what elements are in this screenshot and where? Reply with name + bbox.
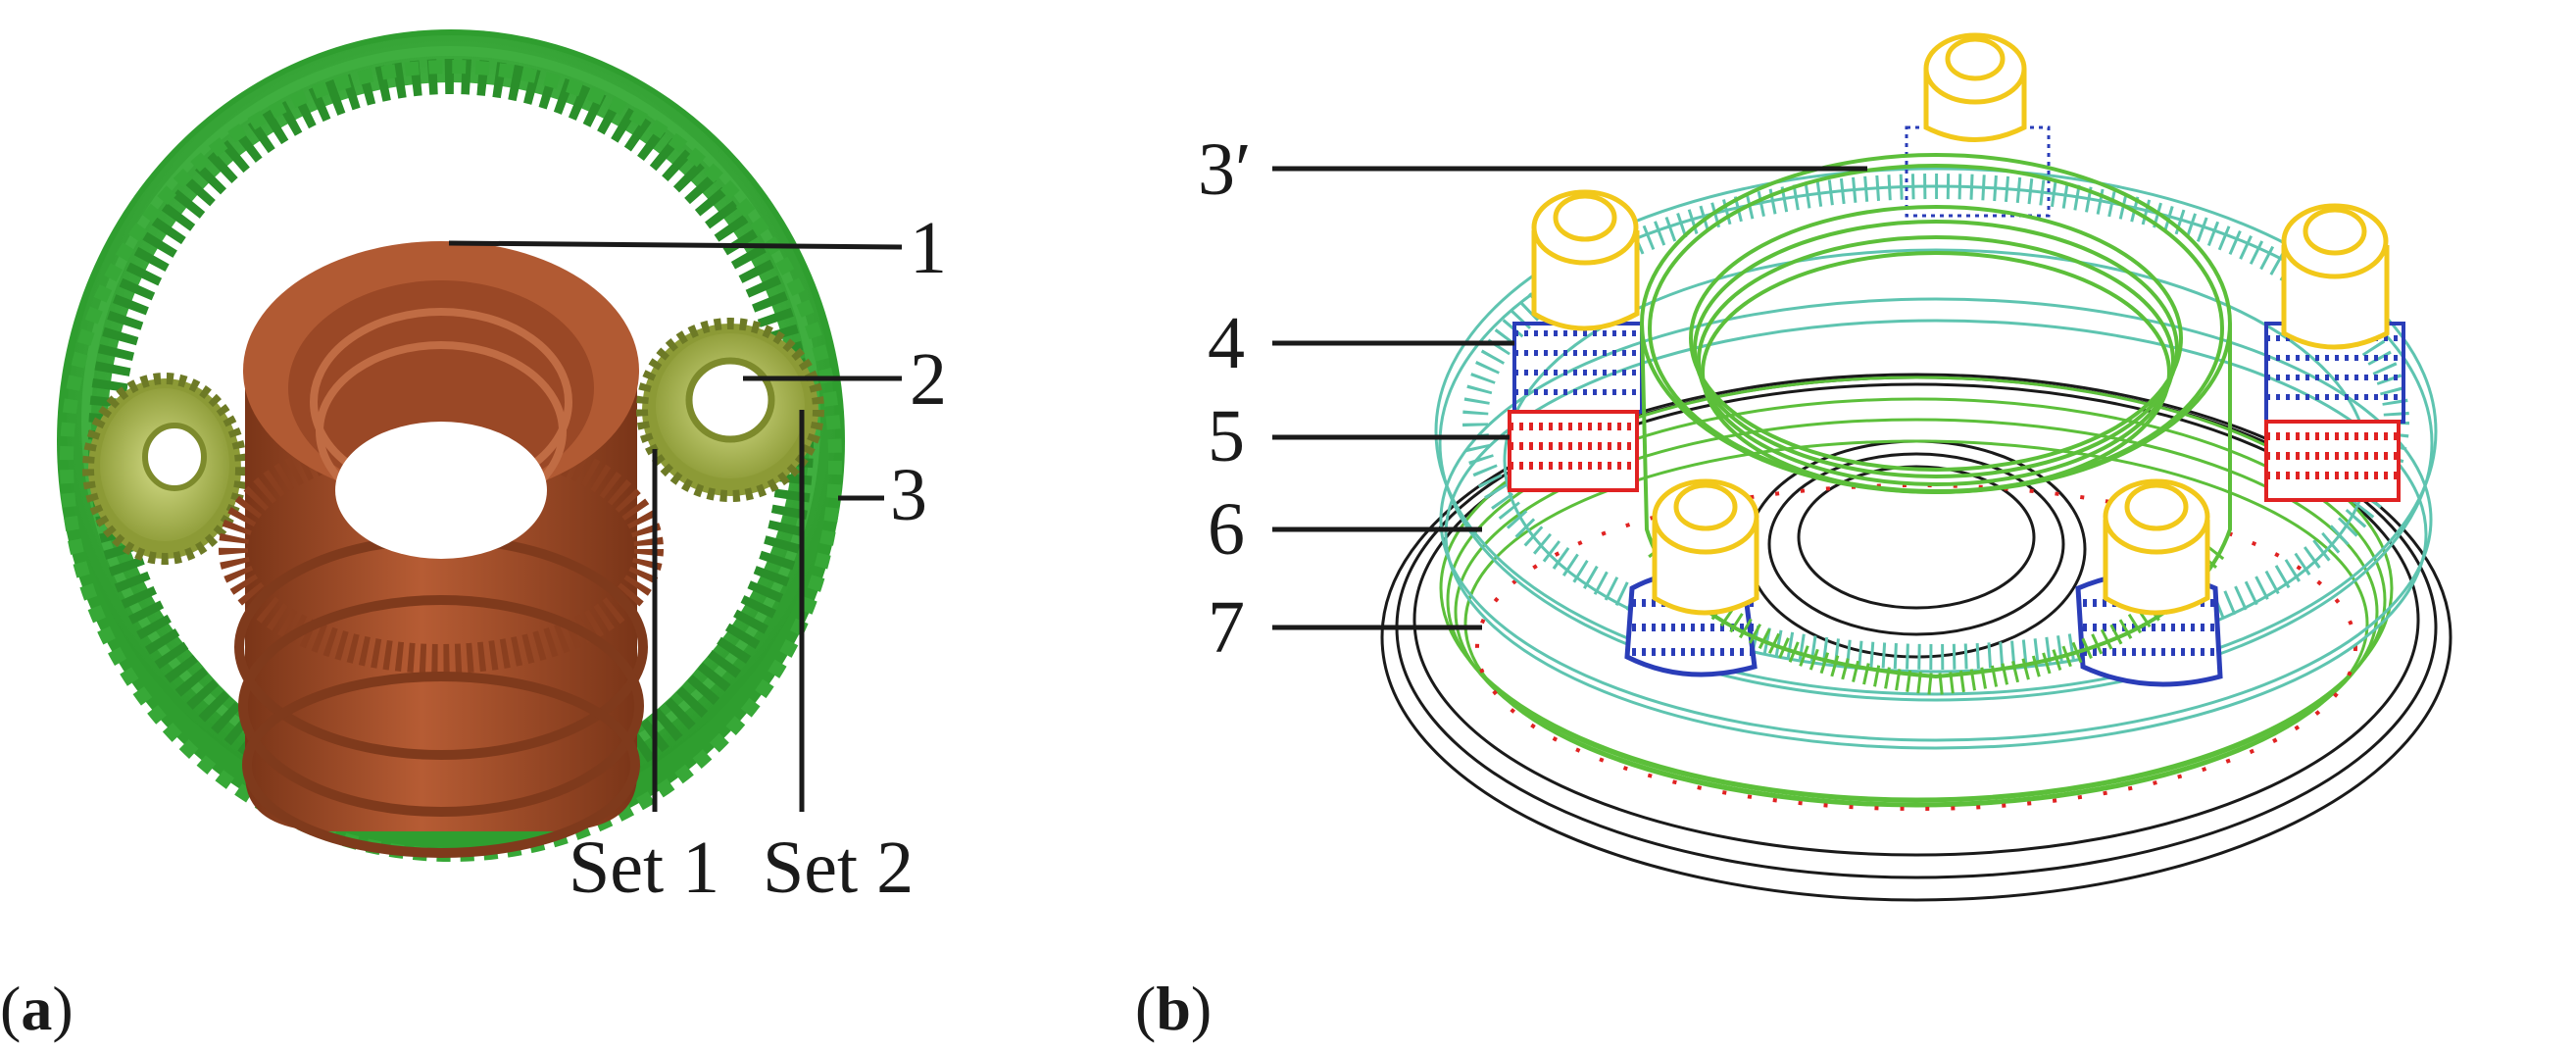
leader-1 bbox=[448, 240, 903, 250]
label-3-prime: 3′ bbox=[1198, 128, 1252, 211]
caption-a: (a) bbox=[0, 974, 74, 1043]
label-3: 3 bbox=[890, 454, 927, 536]
label-4: 4 bbox=[1208, 302, 1245, 384]
label-set-2: Set 2 bbox=[763, 827, 914, 909]
planet-gear-left bbox=[82, 373, 247, 565]
label-2: 2 bbox=[910, 338, 947, 421]
label-1: 1 bbox=[910, 207, 947, 289]
red-teeth-hint bbox=[1475, 483, 2357, 811]
panel-b: 3′ 4 5 6 7 (b) bbox=[1135, 32, 2452, 1043]
caption-b: (b) bbox=[1135, 974, 1212, 1043]
label-set-1: Set 1 bbox=[569, 827, 719, 909]
sun-gear-1 bbox=[219, 241, 664, 858]
carrier-rings-7 bbox=[1439, 376, 2394, 808]
label-5: 5 bbox=[1208, 395, 1245, 477]
planet-gear-right bbox=[636, 318, 824, 502]
planet-pins bbox=[1531, 32, 2390, 616]
panel-a: 1 2 3 Set 1 Set 2 (a) bbox=[0, 29, 947, 1043]
label-7: 7 bbox=[1208, 586, 1245, 669]
label-6: 6 bbox=[1208, 488, 1245, 571]
